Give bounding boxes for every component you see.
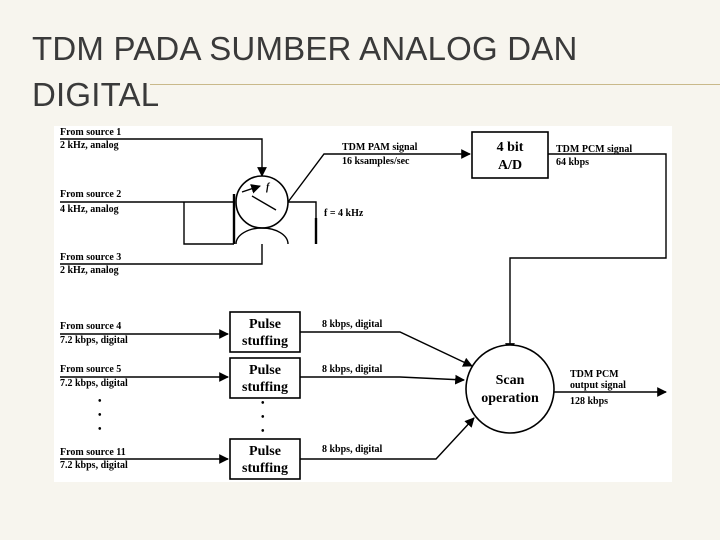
source-5-spec: 7.2 kbps, digital [60,378,128,389]
source-2-line [60,201,234,245]
pulse-stuffing-2-line1: Pulse [249,363,281,378]
source-4-name: From source 4 [60,321,121,332]
digital-rate-3: 8 kbps, digital [322,444,383,455]
pulse-stuffing-1-line1: Pulse [249,317,281,332]
ad-box-line2: A/D [498,158,522,173]
source-2-spec: 4 kHz, analog [60,204,119,215]
pcm-signal-line [505,153,667,353]
source-3-name: From source 3 [60,252,121,263]
commutator-lower-arc [235,227,289,245]
source-dot-3: • [98,424,102,435]
pulse-stuffing-box-2 [229,357,301,399]
slide-title: TDM PADA SUMBER ANALOG DAN DIGITAL [32,26,692,118]
title-line-2: DIGITAL [32,76,160,113]
source-3-spec: 2 kHz, analog [60,265,119,276]
pulse-stuffing-box-1 [229,311,301,353]
pam-signal-line2: 16 ksamples/sec [342,156,410,167]
source-1-spec: 2 kHz, analog [60,140,119,151]
pam-signal-line1: TDM PAM signal [342,142,418,153]
tdm-diagram: From source 1 2 kHz, analog From source … [54,126,672,482]
source-11-spec: 7.2 kbps, digital [60,460,128,471]
pulse-stuffing-box-3 [229,438,301,480]
output-line1: TDM PCM [570,369,619,380]
digital-rate-2: 8 kbps, digital [322,364,383,375]
output-line2: output signal [570,380,626,391]
digital-line-1 [300,331,473,367]
pcm-signal-line1: TDM PCM signal [556,144,632,155]
scan-operation-circle [465,344,555,434]
source-11-name: From source 11 [60,447,126,458]
frequency-label: f = 4 kHz [324,208,364,219]
source-5-name: From source 5 [60,364,121,375]
scan-line2: operation [481,391,539,406]
source-2-name: From source 2 [60,189,121,200]
ad-converter-box [471,131,549,179]
tdm-diagram-svg: From source 1 2 kHz, analog From source … [60,127,667,480]
commutator-arm [251,195,277,211]
title-line-1: TDM PADA SUMBER ANALOG DAN [32,30,578,67]
source-1-name: From source 1 [60,127,121,138]
pulse-stuffing-3-line2: stuffing [242,461,288,476]
pulse-stuffing-3-line1: Pulse [249,444,281,459]
commutator-f: f [266,182,271,193]
digital-line-3 [300,417,475,460]
ad-box-line1: 4 bit [497,140,524,155]
digital-line-2 [300,374,465,385]
pulse-stuffing-1-line2: stuffing [242,334,288,349]
box-dot-3: • [261,426,265,437]
box-dot-1: • [261,398,265,409]
source-4-spec: 7.2 kbps, digital [60,335,128,346]
digital-rate-1: 8 kbps, digital [322,319,383,330]
source-3-line [60,244,263,265]
box-dot-2: • [261,412,265,423]
pam-signal-line [287,149,471,203]
commutator-rotation-arrow [241,184,261,194]
commutator-right-line [288,201,317,218]
source-dot-2: • [98,410,102,421]
source-dot-1: • [98,396,102,407]
title-underline [150,84,720,85]
pcm-signal-line2: 64 kbps [556,157,589,168]
pulse-stuffing-2-line2: stuffing [242,380,288,395]
output-line3: 128 kbps [570,396,608,407]
scan-line1: Scan [496,373,525,388]
source-1-line [60,138,267,177]
